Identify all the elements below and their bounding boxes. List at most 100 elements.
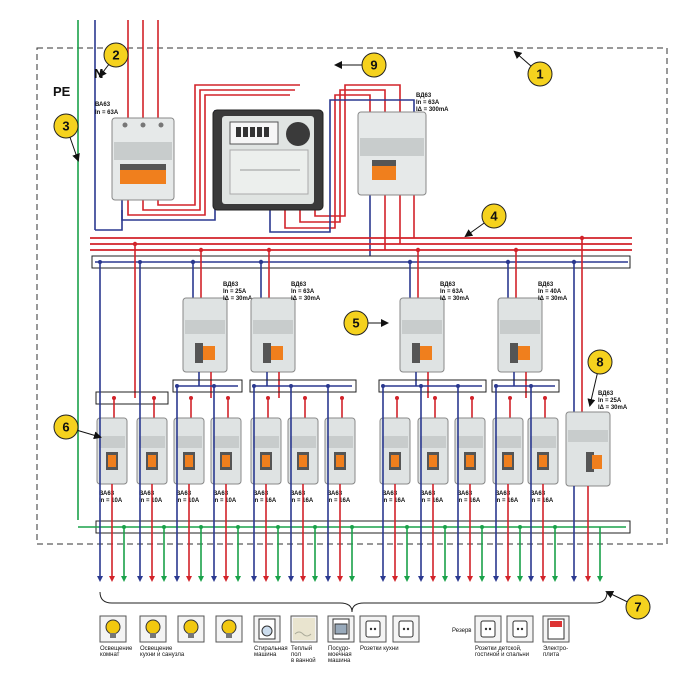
- breaker-spec: ВА63: [382, 491, 398, 497]
- heated-floor-icon: [290, 615, 318, 643]
- breaker-spec: In = 10A: [176, 498, 200, 504]
- wire-arrow: [404, 576, 410, 582]
- rcd-spec: ВД63: [223, 282, 239, 288]
- wire-arrow: [275, 576, 281, 582]
- callout-number: 8: [596, 355, 603, 370]
- consumer-label: пол: [291, 652, 301, 658]
- wire-arrow: [493, 576, 499, 582]
- wire-arrow: [479, 576, 485, 582]
- callout-number: 2: [112, 48, 119, 63]
- wire-arrow: [505, 576, 511, 582]
- breaker-spec: ВА63: [139, 491, 155, 497]
- consumer-item: [177, 615, 205, 643]
- main-breaker-spec: In = 63A: [95, 110, 119, 116]
- main-rcd-spec: In = 63A: [416, 100, 440, 106]
- lamp-icon: [215, 615, 243, 643]
- consumer-label: комнат: [100, 652, 120, 658]
- wire-arrow: [235, 576, 241, 582]
- consumer-label: плита: [543, 652, 560, 658]
- breaker-spec: In = 10A: [213, 498, 237, 504]
- socket-icon: [474, 615, 502, 643]
- wire-arrow: [325, 576, 331, 582]
- consumer-label: Освещение: [100, 646, 133, 652]
- rcd-spec: IΔ = 30mA: [291, 296, 321, 302]
- main-breaker: ВА63 In = 63A: [95, 102, 175, 201]
- washing-machine-icon: [253, 615, 281, 643]
- wire-arrow: [442, 576, 448, 582]
- rcd-spec: IΔ = 30mA: [538, 296, 568, 302]
- group-neutral-bar: [491, 379, 560, 393]
- wire-arrow: [263, 576, 269, 582]
- incoming-wires: [77, 20, 415, 520]
- rcd-spec: ВД63: [291, 282, 307, 288]
- wire-arrow: [312, 576, 318, 582]
- group-phase-bar: [95, 391, 169, 405]
- wire-arrow: [337, 576, 343, 582]
- wire-arrow: [109, 576, 115, 582]
- callout-number: 9: [370, 58, 377, 73]
- lamp-icon: [177, 615, 205, 643]
- wire-arrow: [211, 576, 217, 582]
- socket-icon: [392, 615, 420, 643]
- breaker-spec: ВА63: [327, 491, 343, 497]
- consumer-item: Розетки кухни: [359, 615, 399, 652]
- rcd-spec: IΔ = 30mA: [440, 296, 470, 302]
- rcd-spec: In = 40A: [538, 289, 562, 295]
- consumer-label: в ванной: [291, 657, 316, 664]
- consumer-label: Посудо-: [328, 646, 350, 652]
- breaker-spec: ВА63: [99, 491, 115, 497]
- wire-arrow: [149, 576, 155, 582]
- breaker-spec: In = 10A: [139, 498, 163, 504]
- breaker-spec: In = 16A: [420, 498, 444, 504]
- callout-number: 4: [490, 209, 498, 224]
- rcd-spec: ВД63: [440, 282, 456, 288]
- wire-arrow: [186, 576, 192, 582]
- group-neutral-bar: [172, 379, 243, 393]
- consumer-item: [392, 615, 420, 643]
- callout-marker: 6: [53, 414, 102, 440]
- socket-icon: [359, 615, 387, 643]
- wire-arrow: [418, 576, 424, 582]
- n-label: N: [94, 66, 103, 81]
- lamp-icon: [139, 615, 167, 643]
- consumer-label: кухни и санузла: [140, 652, 185, 658]
- wire-arrow: [161, 576, 167, 582]
- breaker-spec: ВА63: [253, 491, 269, 497]
- wire-arrow: [137, 576, 143, 582]
- consumer-label: Теплый: [291, 645, 312, 652]
- breaker-spec: In = 16A: [530, 498, 554, 504]
- wire-arrow: [540, 576, 546, 582]
- callout-marker: 1: [513, 50, 553, 87]
- consumer-item: Розетки детской,гостиной и спальни: [474, 615, 529, 658]
- wire-arrow: [517, 576, 523, 582]
- callout-marker: 9: [334, 52, 387, 78]
- breaker-spec: ВА63: [213, 491, 229, 497]
- breaker-spec: ВА63: [176, 491, 192, 497]
- stove-icon: [542, 615, 570, 643]
- wire-arrow: [430, 576, 436, 582]
- breaker-spec: In = 16A: [253, 498, 277, 504]
- socket-icon: [506, 615, 534, 643]
- consumer-label: Розетки кухни: [360, 646, 399, 652]
- breaker-spec: In = 16A: [290, 498, 314, 504]
- callout-marker: 4: [464, 203, 507, 238]
- breaker-spec: In = 16A: [327, 498, 351, 504]
